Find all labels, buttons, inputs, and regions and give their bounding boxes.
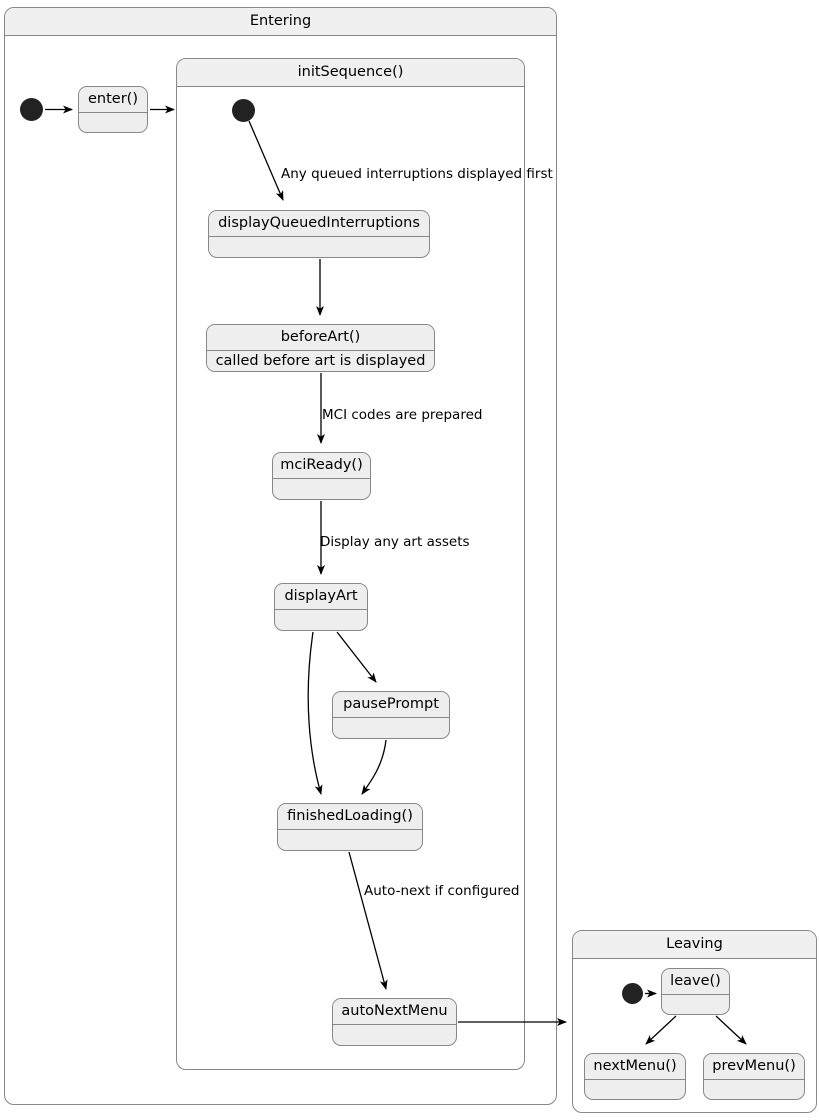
transition-label-display-art-assets: Display any art assets: [320, 534, 470, 550]
state-prev-menu-title: prevMenu(): [704, 1054, 804, 1080]
transition-label-mci-codes: MCI codes are prepared: [322, 407, 483, 423]
initial-state-entering[interactable]: [20, 98, 43, 121]
state-display-queued-interruptions[interactable]: displayQueuedInterruptions: [208, 210, 430, 258]
transition-label-auto-next: Auto-next if configured: [364, 883, 520, 899]
composite-state-entering-title: Entering: [5, 8, 556, 36]
state-enter-title: enter(): [79, 87, 147, 113]
state-mci-ready-title: mciReady(): [273, 453, 370, 479]
state-display-art[interactable]: displayArt: [274, 583, 368, 631]
state-leave[interactable]: leave(): [661, 968, 730, 1015]
state-next-menu[interactable]: nextMenu(): [584, 1053, 686, 1100]
state-finished-loading-title: finishedLoading(): [278, 804, 422, 830]
state-prev-menu[interactable]: prevMenu(): [703, 1053, 805, 1100]
composite-state-init-sequence-title: initSequence(): [177, 59, 524, 87]
composite-state-leaving-title: Leaving: [573, 931, 816, 959]
state-display-queued-interruptions-title: displayQueuedInterruptions: [209, 211, 429, 237]
state-auto-next-menu-title: autoNextMenu: [333, 999, 456, 1025]
initial-state-init-sequence[interactable]: [232, 99, 255, 122]
state-finished-loading[interactable]: finishedLoading(): [277, 803, 423, 851]
state-leave-title: leave(): [662, 969, 729, 995]
state-pause-prompt-title: pausePrompt: [333, 692, 449, 718]
transition-label-queued-interruptions: Any queued interruptions displayed first: [281, 166, 553, 182]
state-mci-ready[interactable]: mciReady(): [272, 452, 371, 500]
initial-state-leaving[interactable]: [622, 983, 643, 1004]
state-auto-next-menu[interactable]: autoNextMenu: [332, 998, 457, 1046]
state-before-art-body: called before art is displayed: [207, 351, 434, 371]
state-before-art-title: beforeArt(): [207, 325, 434, 351]
state-display-art-title: displayArt: [275, 584, 367, 610]
state-next-menu-title: nextMenu(): [585, 1054, 685, 1080]
state-before-art[interactable]: beforeArt() called before art is display…: [206, 324, 435, 372]
state-enter[interactable]: enter(): [78, 86, 148, 133]
state-pause-prompt[interactable]: pausePrompt: [332, 691, 450, 739]
